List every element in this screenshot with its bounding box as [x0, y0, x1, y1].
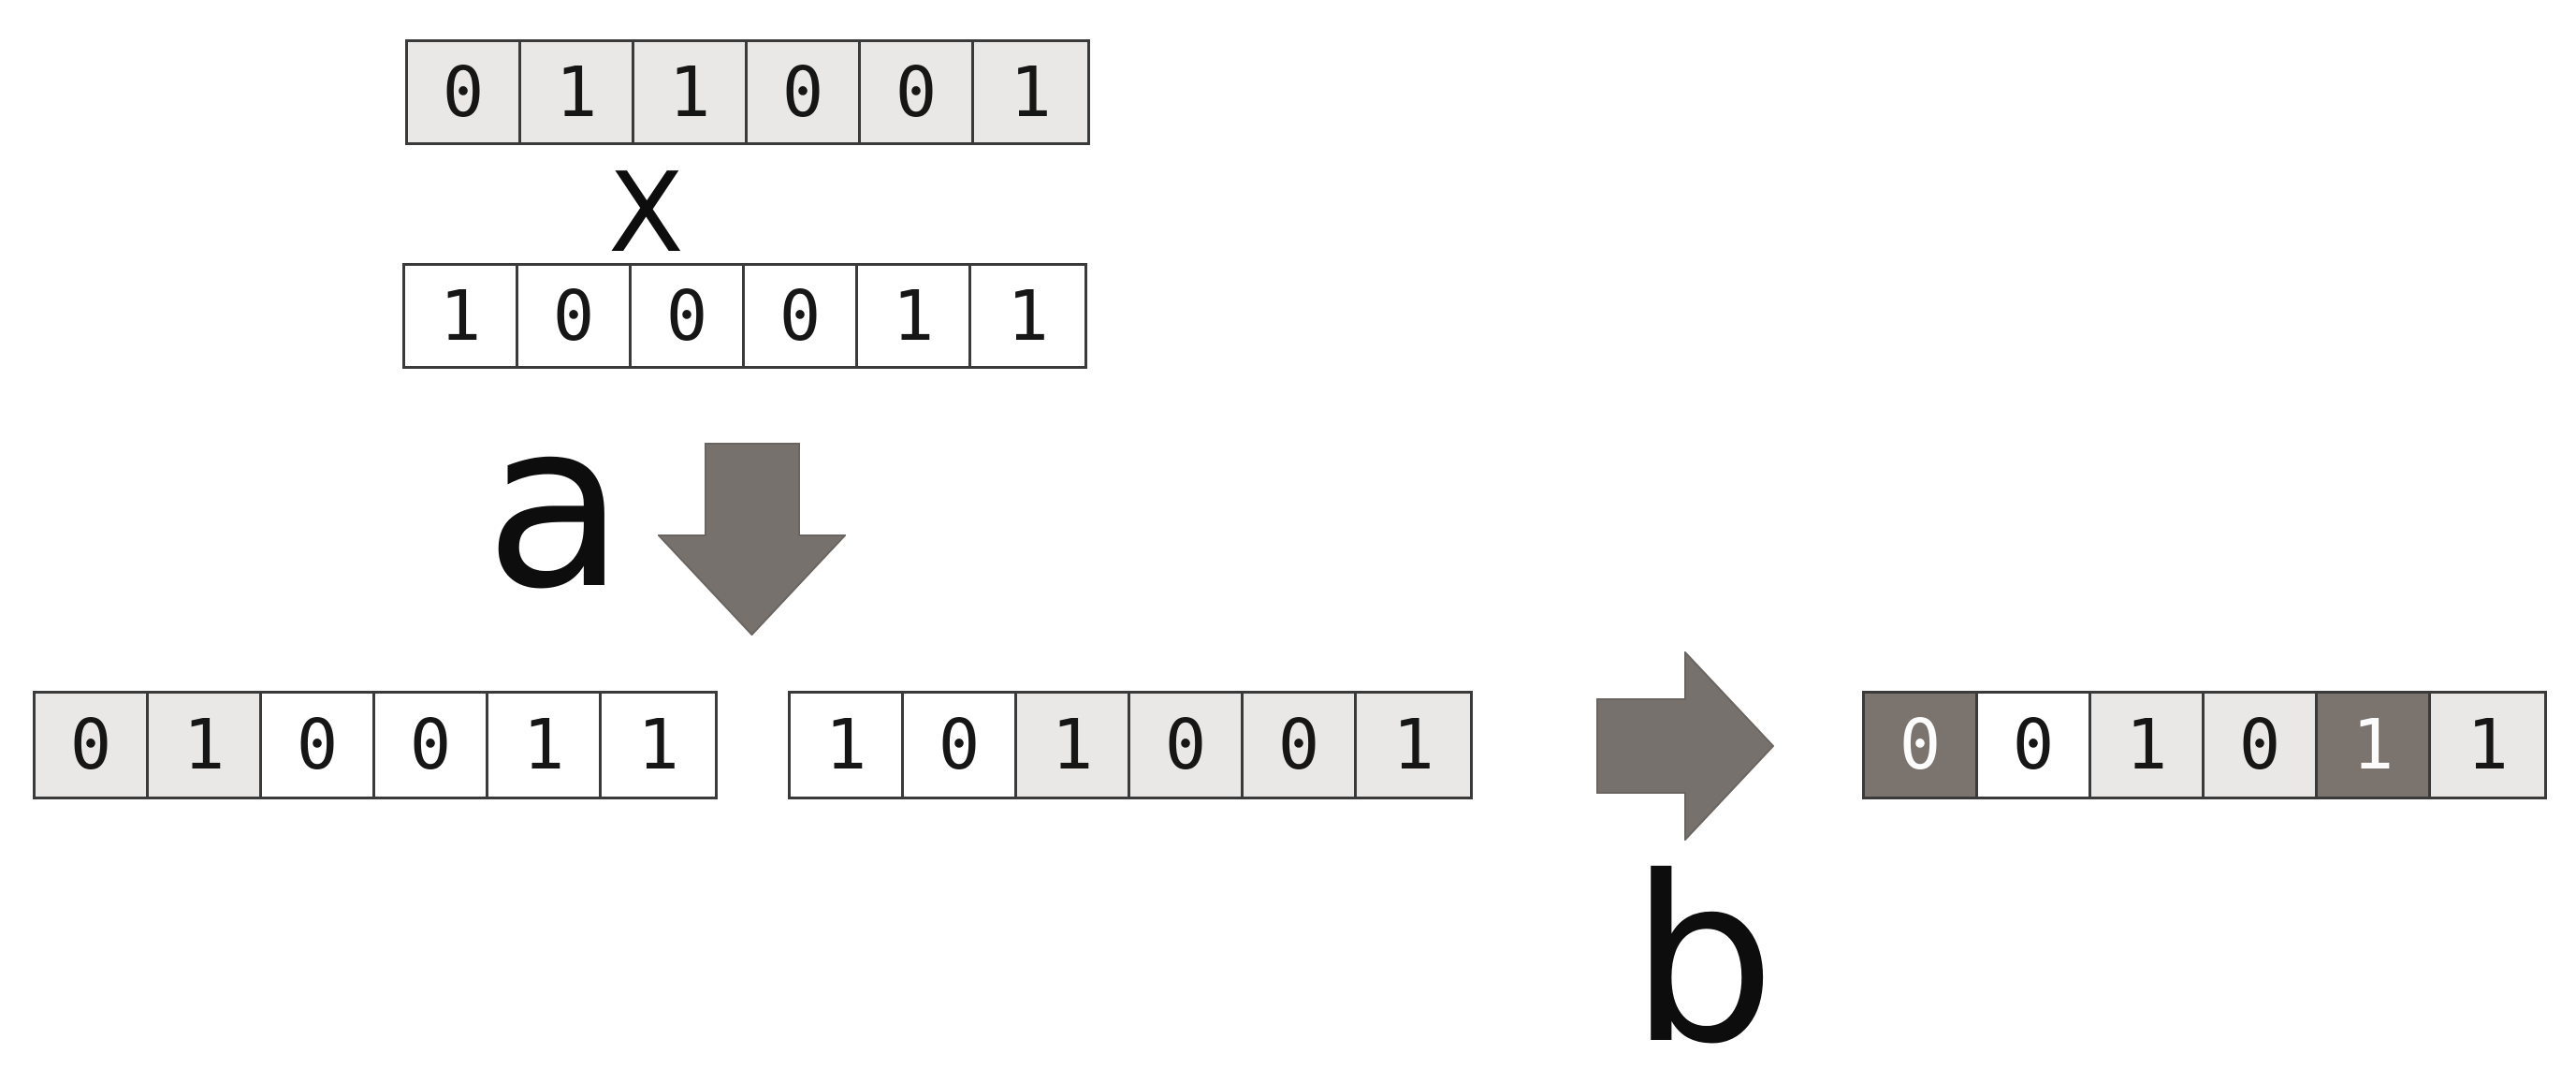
bit-cell: 0 — [904, 694, 1017, 797]
bit-cell: 1 — [974, 42, 1087, 142]
right-arrow-icon — [1596, 651, 1774, 841]
bit-cell: 1 — [521, 42, 634, 142]
bit-cell: 1 — [1017, 694, 1130, 797]
bit-cell: 1 — [634, 42, 748, 142]
bit-cell: 0 — [1244, 694, 1357, 797]
down-arrow-icon — [658, 443, 846, 636]
step-a-label: a — [485, 373, 626, 639]
bit-cell: 0 — [262, 694, 375, 797]
bit-cell: 0 — [1978, 694, 2091, 797]
bit-cell: 0 — [375, 694, 488, 797]
bit-cell: 1 — [858, 266, 971, 366]
bit-cell: 1 — [149, 694, 262, 797]
step-b-label: b — [1630, 827, 1776, 1083]
bit-cell: 0 — [1130, 694, 1244, 797]
bit-cell: 1 — [602, 694, 715, 797]
bit-cell: 1 — [2431, 694, 2544, 797]
bit-cell: 0 — [2205, 694, 2318, 797]
bit-cell: 1 — [1357, 694, 1470, 797]
bit-cell: 0 — [745, 266, 858, 366]
bit-cell: 0 — [518, 266, 632, 366]
bit-cell: 0 — [632, 266, 745, 366]
bit-cell: 0 — [748, 42, 861, 142]
bit-cell: 0 — [1865, 694, 1978, 797]
crossover-x-label: X — [608, 148, 684, 277]
bit-cell: 0 — [861, 42, 974, 142]
bit-cell: 1 — [2091, 694, 2205, 797]
bit-cell: 1 — [488, 694, 602, 797]
bit-cell: 1 — [2318, 694, 2431, 797]
bit-cell: 1 — [405, 266, 518, 366]
bit-cell: 1 — [791, 694, 904, 797]
bit-cell: 0 — [408, 42, 521, 142]
bit-cell: 0 — [36, 694, 149, 797]
bit-cell: 1 — [971, 266, 1084, 366]
